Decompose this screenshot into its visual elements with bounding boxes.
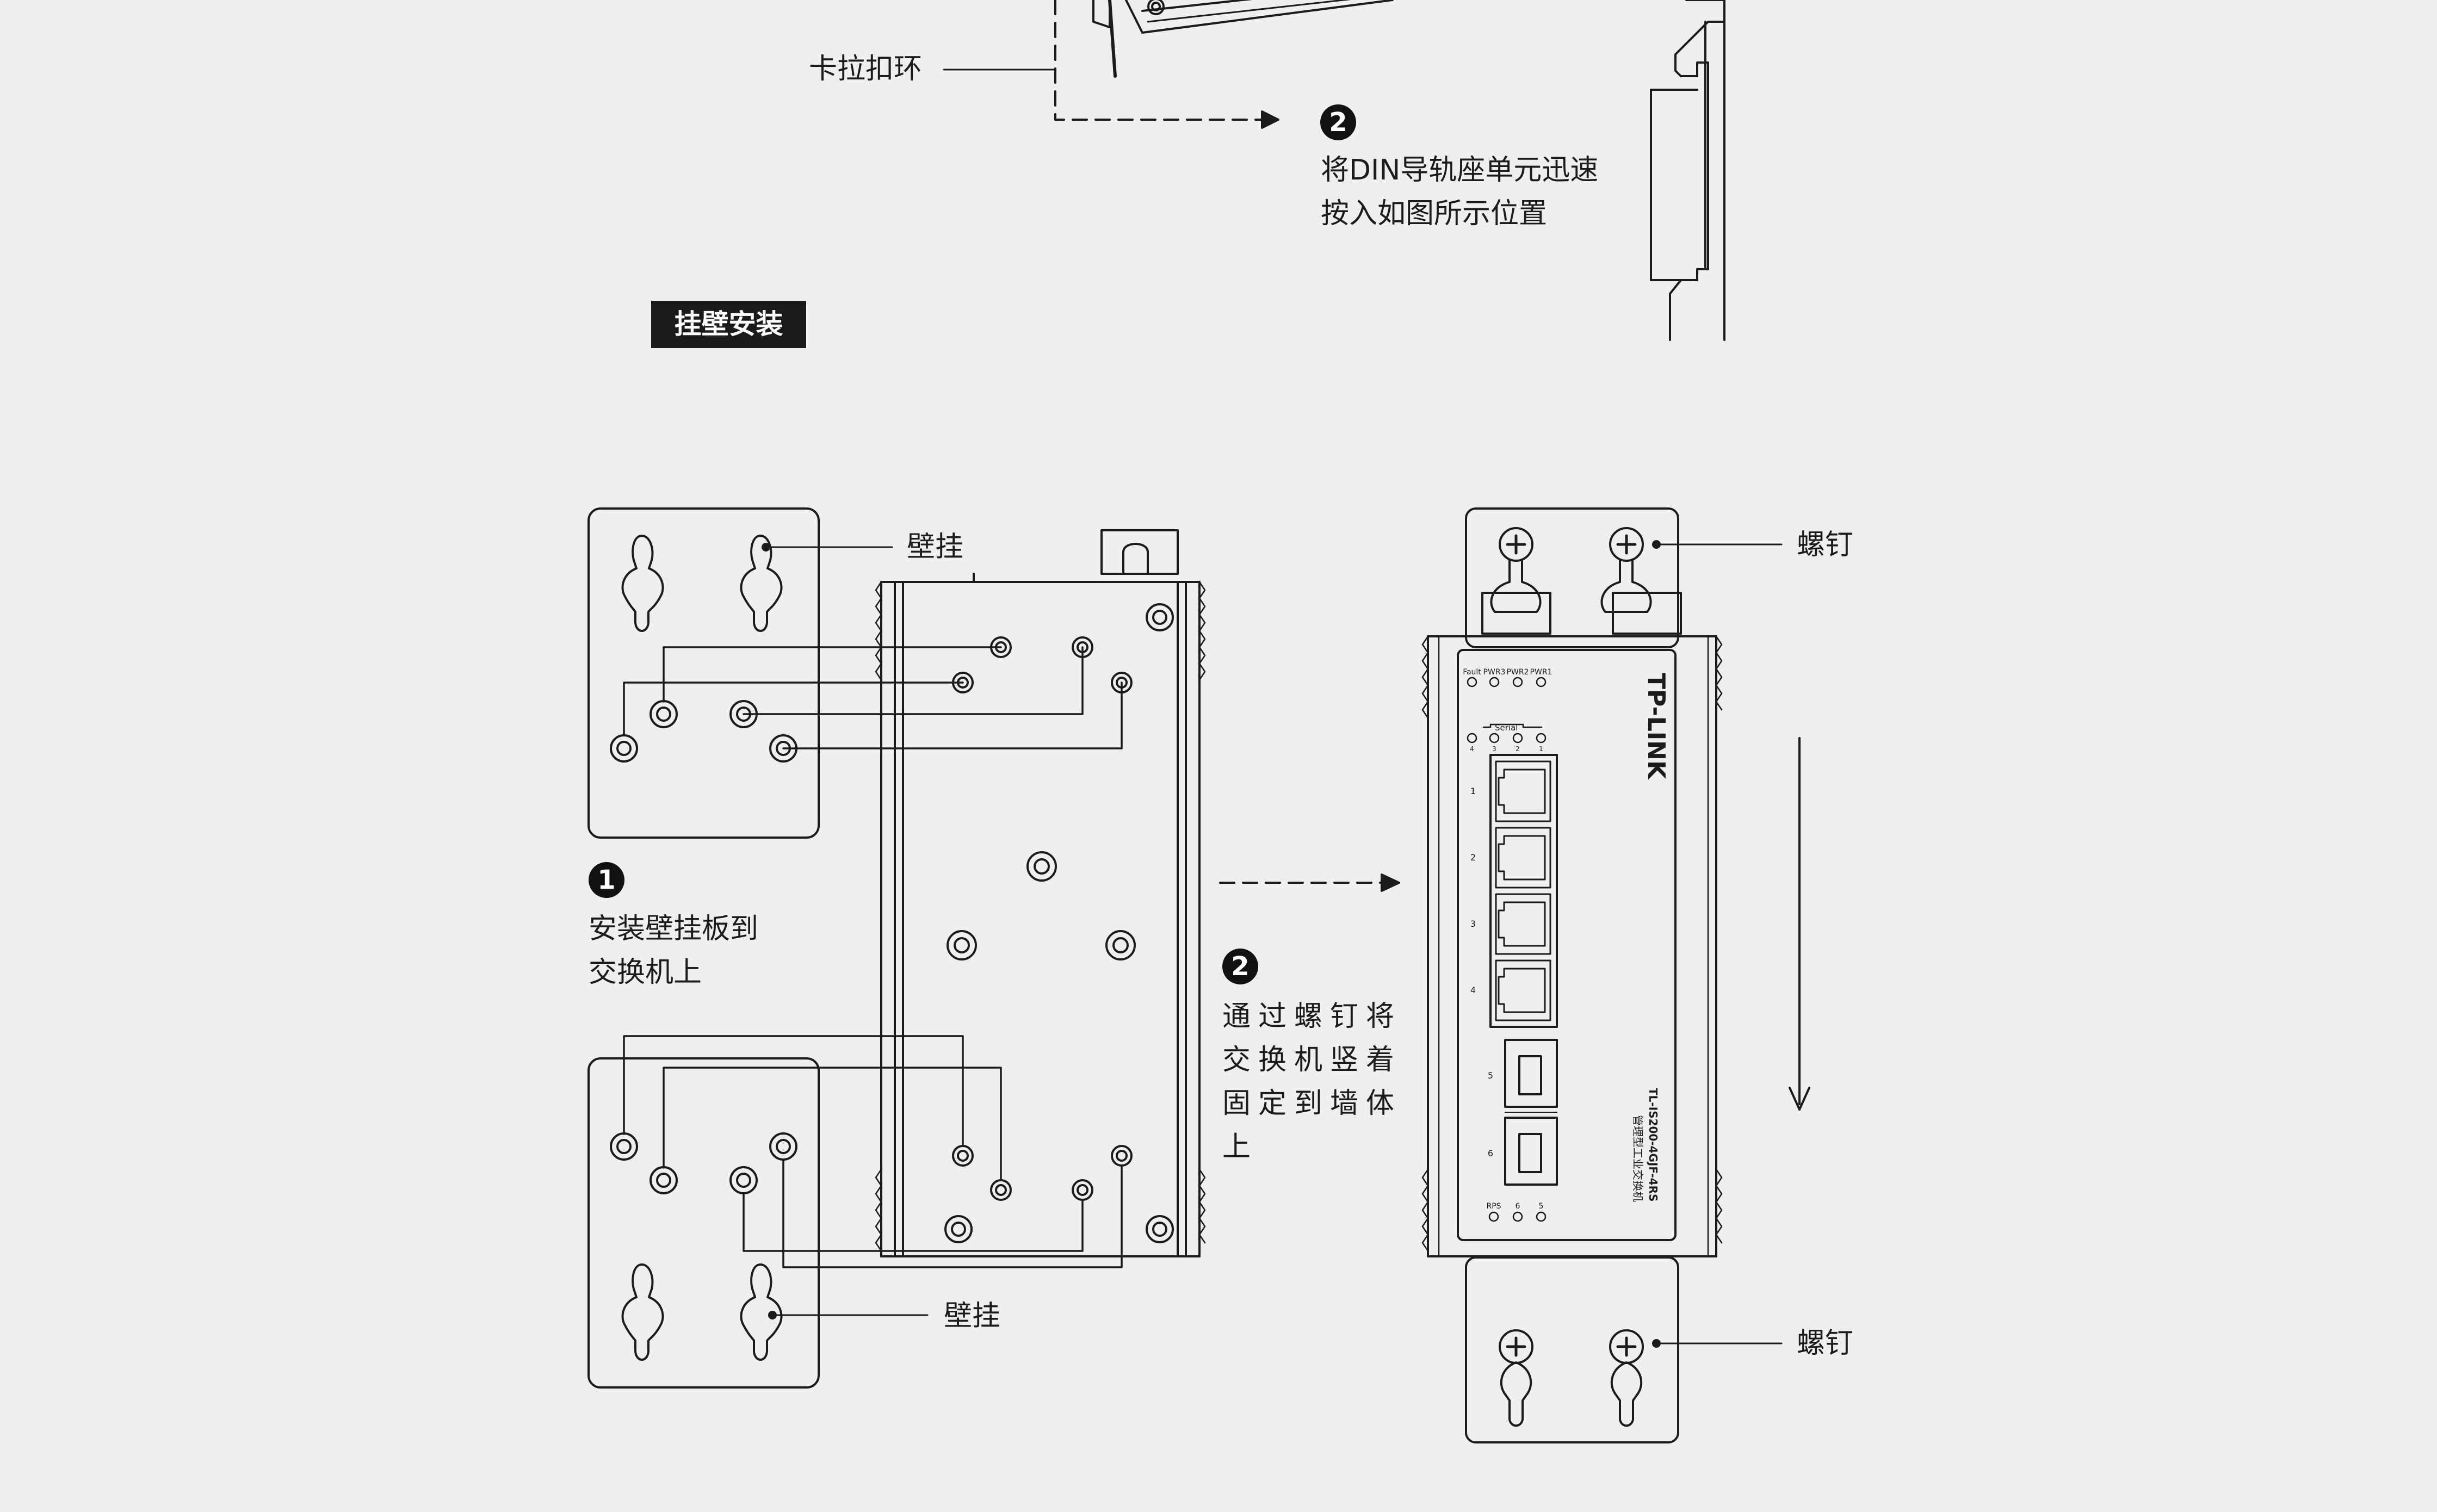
led-label-2: PWR2 bbox=[1507, 668, 1529, 677]
model-name: TL-IS200-4GJF-4RS bbox=[1647, 1088, 1660, 1201]
din-step2-badge: 2 bbox=[1320, 104, 1356, 140]
bracket-alignment-lines-bottom bbox=[623, 1035, 1123, 1268]
din-rail-profile bbox=[1650, 0, 1725, 341]
serial-number-group: 4 3 2 1 bbox=[1470, 745, 1543, 753]
brand-logo: TP-LINK bbox=[1642, 673, 1670, 780]
bottom-led-label-group: RPS 6 5 bbox=[1486, 1202, 1543, 1211]
wall-step1-line-2: 交换机上 bbox=[589, 956, 702, 989]
serial-number-0: 4 bbox=[1470, 745, 1474, 753]
switch-rear-drawing bbox=[875, 529, 1206, 1257]
din-step2-text: 将DIN导轨座单元迅速 按入如图所示位置 bbox=[1321, 148, 1598, 236]
bracket-label-top: 壁挂 bbox=[907, 531, 964, 563]
port-number-5: 6 bbox=[1488, 1148, 1493, 1158]
wall-step2-line-2: 交换机竖着 bbox=[1222, 1044, 1402, 1076]
din-step2-line-1: 将DIN导轨座单元迅速 bbox=[1321, 154, 1599, 187]
dashed-guide-arrow bbox=[1261, 110, 1279, 129]
wall-bracket-bottom-drawing bbox=[587, 1057, 820, 1389]
bottom-led-label-2: 5 bbox=[1539, 1202, 1544, 1211]
wall-step2-badge: 2 bbox=[1222, 949, 1258, 984]
switch-front-drawing bbox=[1421, 507, 1723, 1443]
wall-step1-text: 安装壁挂板到 交换机上 bbox=[589, 907, 758, 994]
port-number-0: 1 bbox=[1470, 786, 1476, 796]
clip-label: 卡拉扣环 bbox=[809, 53, 923, 85]
wall-step2-line-4: 上 bbox=[1222, 1131, 1259, 1163]
wall-step2-line-3: 固定到墙体 bbox=[1222, 1087, 1402, 1120]
wall-bracket-top-drawing bbox=[587, 507, 820, 839]
wall-step2-line-1: 通过螺钉将 bbox=[1222, 1000, 1402, 1033]
model-subtitle: 管理型工业交换机 bbox=[1631, 1115, 1644, 1202]
wall-step1-badge: 1 bbox=[589, 862, 624, 898]
serial-label: Serial bbox=[1495, 723, 1518, 733]
led-label-1: PWR3 bbox=[1483, 668, 1506, 677]
bottom-led-label-0: RPS bbox=[1486, 1202, 1501, 1211]
led-label-3: PWR1 bbox=[1530, 668, 1552, 677]
screw-label-bottom: 螺钉 bbox=[1797, 1327, 1854, 1360]
bottom-led-label-1: 6 bbox=[1516, 1202, 1520, 1211]
led-label-0: Fault bbox=[1463, 668, 1481, 677]
dashed-guide-path bbox=[1054, 0, 1269, 121]
serial-number-3: 1 bbox=[1539, 745, 1543, 753]
din-step2-line-2: 按入如图所示位置 bbox=[1321, 197, 1548, 230]
serial-number-2: 2 bbox=[1516, 745, 1520, 753]
port-number-4: 5 bbox=[1488, 1070, 1493, 1081]
section-title-wall-mount: 挂壁安装 bbox=[651, 301, 806, 348]
port-number-3: 4 bbox=[1470, 985, 1476, 995]
bracket-alignment-lines-top bbox=[623, 646, 1123, 749]
bracket-label-bottom: 壁挂 bbox=[944, 1300, 1001, 1333]
wall-step2-text: 通过螺钉将 交换机竖着 固定到墙体 上 bbox=[1222, 995, 1402, 1169]
serial-number-1: 3 bbox=[1492, 745, 1496, 753]
din-clip-drawing bbox=[1092, 0, 1394, 78]
port-number-group: 1 2 3 4 5 6 bbox=[1470, 786, 1493, 1158]
wall-step1-line-1: 安装壁挂板到 bbox=[589, 913, 759, 945]
screw-label-top: 螺钉 bbox=[1797, 529, 1854, 561]
port-number-1: 2 bbox=[1470, 852, 1476, 863]
port-number-2: 3 bbox=[1470, 919, 1476, 929]
